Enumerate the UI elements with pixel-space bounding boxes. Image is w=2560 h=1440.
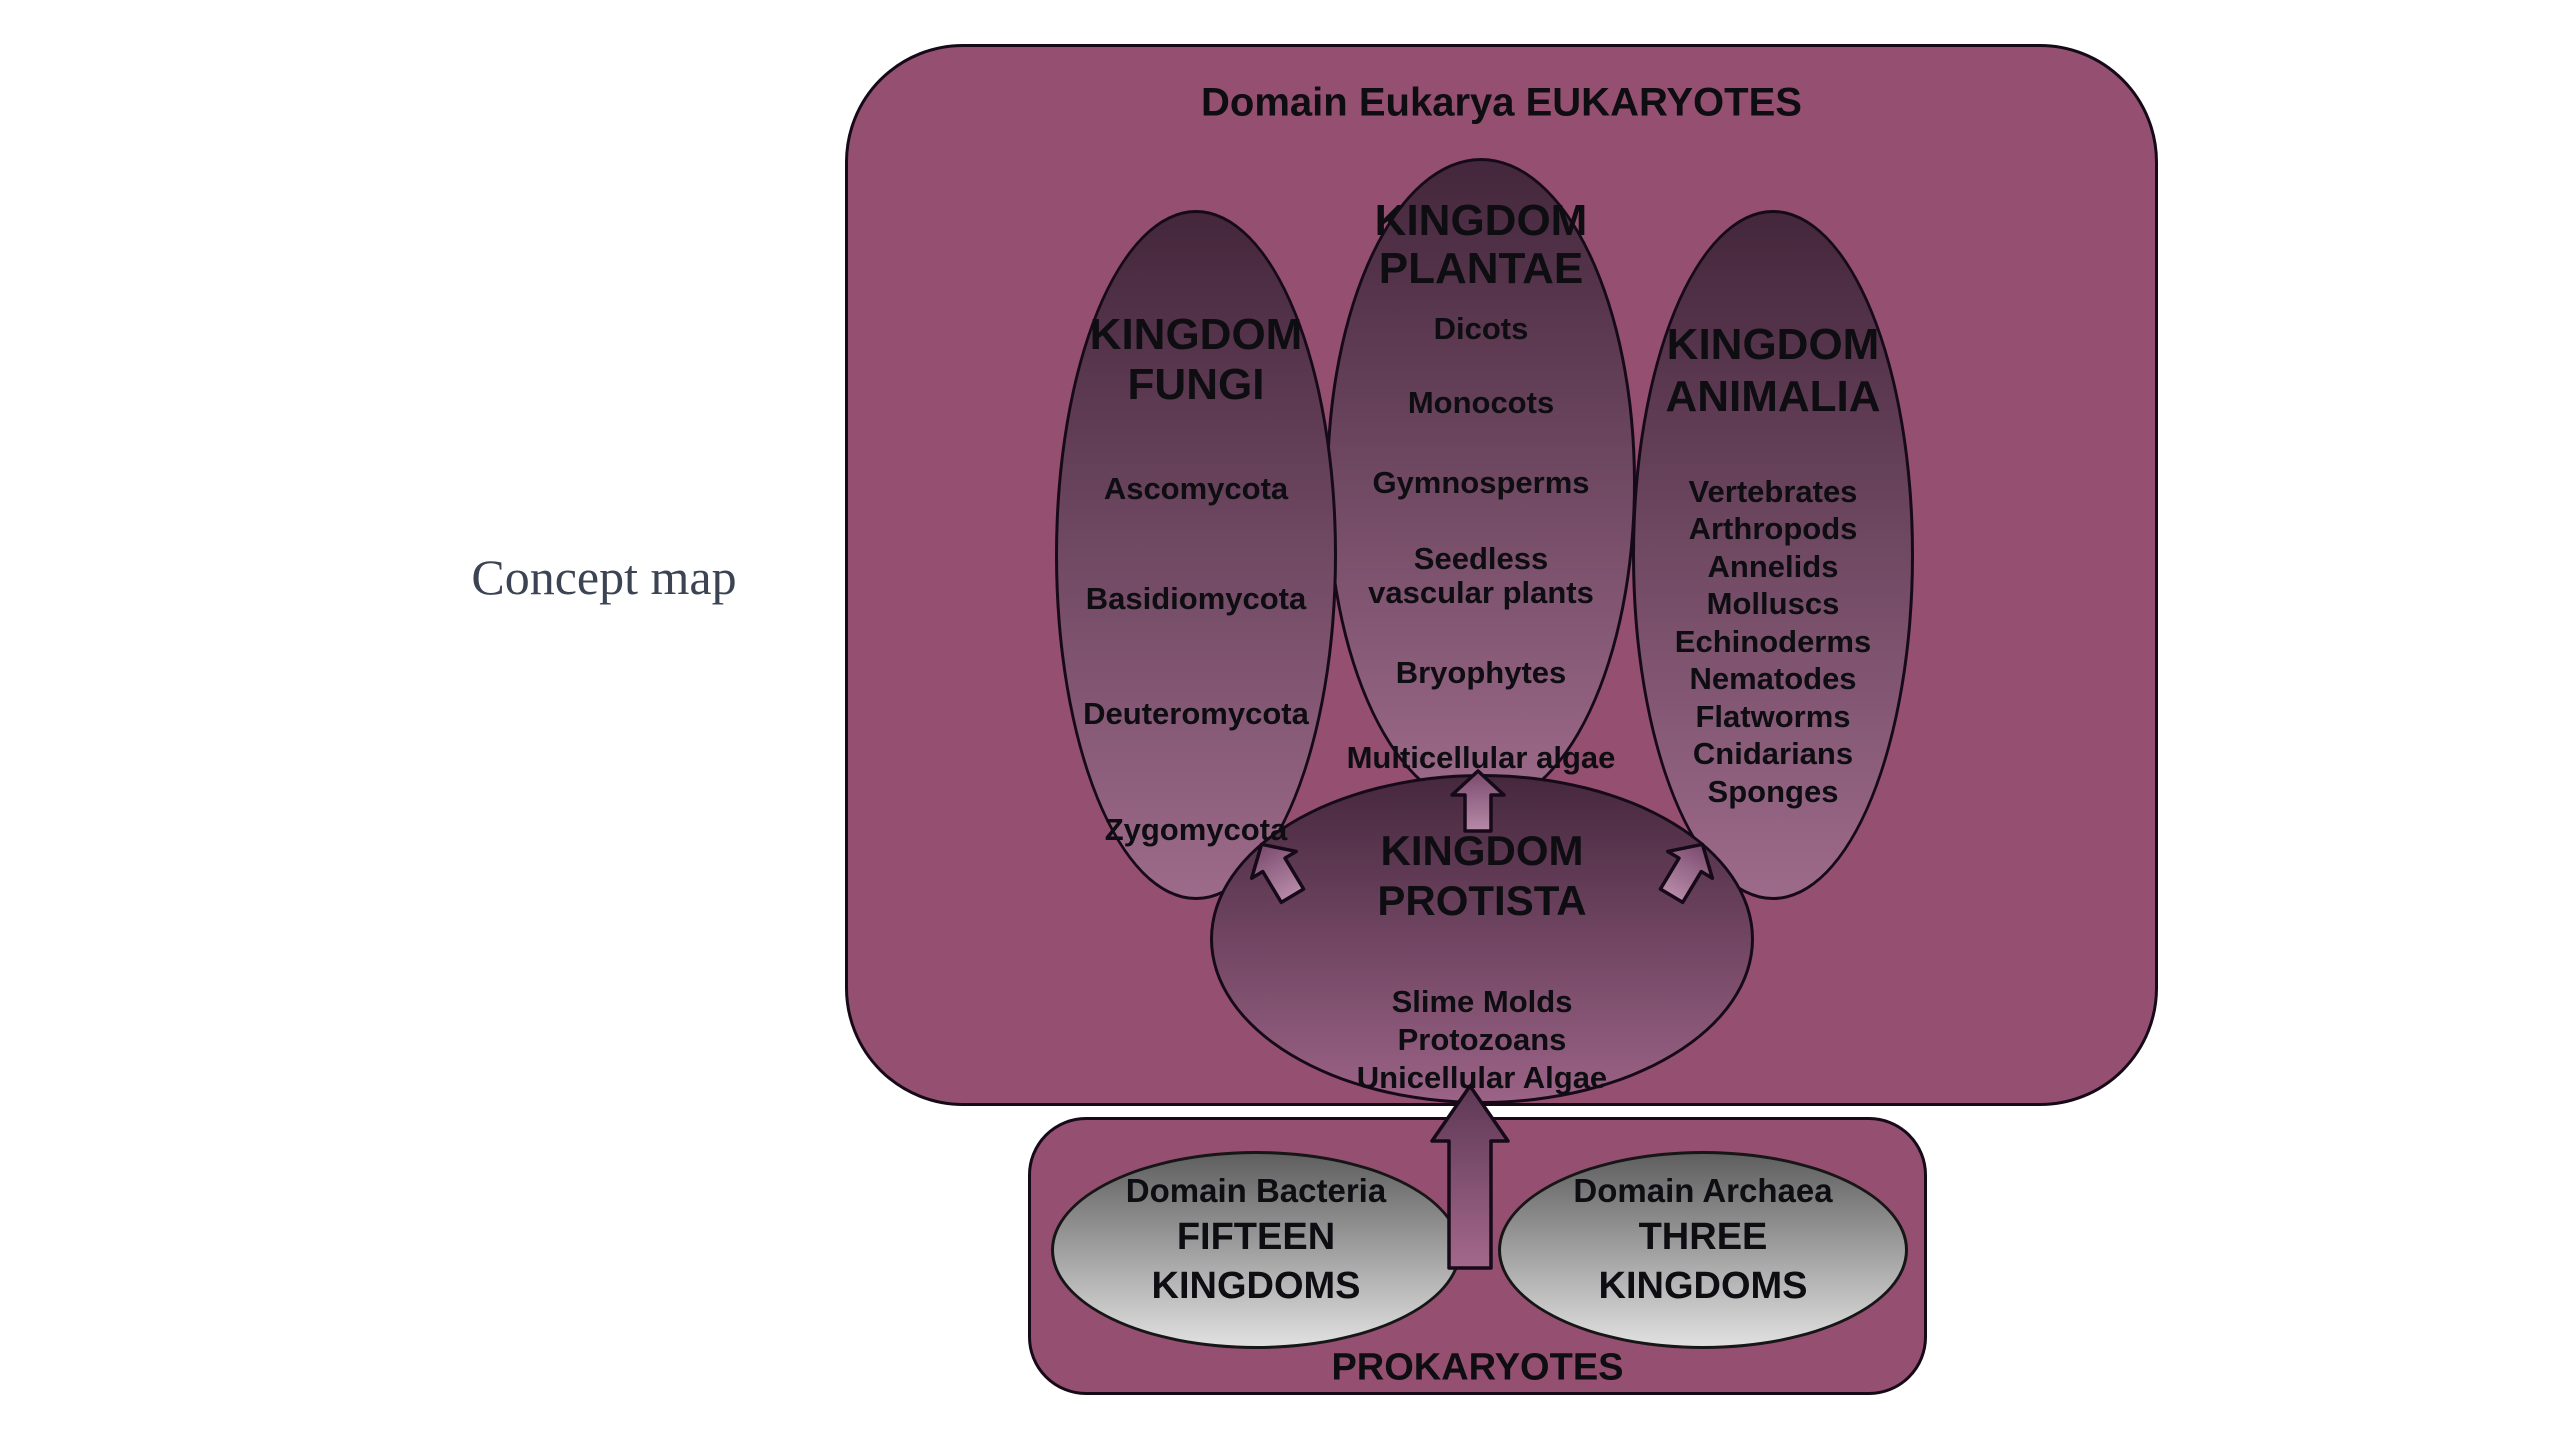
animalia-item: Echinoderms [1674, 624, 1872, 659]
domain-archaea-title: Domain Archaea [1573, 1172, 1833, 1209]
domain-archaea-kingdoms: THREE KINGDOMS [1598, 1216, 1808, 1307]
animalia-item: Arthropods [1688, 511, 1858, 546]
kingdom-plantae-title: KINGDOM PLANTAE [1374, 196, 1588, 293]
figure-caption: Concept map [471, 549, 737, 605]
protista-item: Protozoans [1397, 1022, 1567, 1057]
animalia-item: Molluscs [1706, 586, 1840, 621]
plantae-item: Gymnosperms [1372, 465, 1590, 500]
domain-bacteria-title: Domain Bacteria [1125, 1172, 1387, 1209]
domain-bacteria-kingdoms: FIFTEEN KINGDOMS [1151, 1216, 1361, 1307]
kingdom-protista-ellipse: KINGDOM PROTISTA Slime Molds Protozoans … [1210, 774, 1754, 1104]
fungi-item: Deuteromycota [1083, 696, 1309, 731]
fungi-item: Ascomycota [1103, 471, 1289, 506]
kingdom-plantae-ellipse: KINGDOM PLANTAE Dicots Monocots Gymnospe… [1326, 158, 1636, 808]
protista-item: Slime Molds [1391, 984, 1573, 1019]
plantae-item: Seedless vascular plants [1368, 541, 1594, 610]
domain-eukarya-title: Domain Eukarya EUKARYOTES [1201, 80, 1802, 125]
plantae-item: Bryophytes [1395, 655, 1567, 690]
prokaryotes-container: Domain Bacteria FIFTEEN KINGDOMS Domain … [1028, 1117, 1927, 1395]
animalia-item: Annelids [1707, 549, 1839, 584]
animalia-item: Nematodes [1689, 661, 1857, 696]
domain-archaea-ellipse: Domain Archaea THREE KINGDOMS [1498, 1151, 1908, 1349]
protista-item: Unicellular Algae [1356, 1060, 1608, 1095]
domain-bacteria-ellipse: Domain Bacteria FIFTEEN KINGDOMS [1051, 1151, 1461, 1349]
kingdom-protista-title: KINGDOM PROTISTA [1377, 827, 1587, 924]
fungi-item: Basidiomycota [1085, 581, 1307, 616]
kingdom-animalia-ellipse: KINGDOM ANIMALIA Vertebrates Arthropods … [1632, 210, 1914, 900]
kingdom-fungi-ellipse: KINGDOM FUNGI Ascomycota Basidiomycota D… [1055, 210, 1337, 900]
plantae-item: Dicots [1433, 311, 1529, 346]
animalia-item: Cnidarians [1692, 736, 1854, 771]
animalia-item: Vertebrates [1688, 474, 1858, 509]
kingdom-fungi-title: KINGDOM FUNGI [1089, 310, 1303, 409]
prokaryotes-label: PROKARYOTES [1331, 1346, 1624, 1389]
animalia-item: Flatworms [1695, 699, 1851, 734]
kingdom-animalia-title: KINGDOM ANIMALIA [1665, 320, 1881, 421]
plantae-item: Monocots [1407, 385, 1555, 420]
plantae-item: Multicellular algae [1346, 740, 1616, 775]
animalia-item: Sponges [1707, 774, 1839, 809]
